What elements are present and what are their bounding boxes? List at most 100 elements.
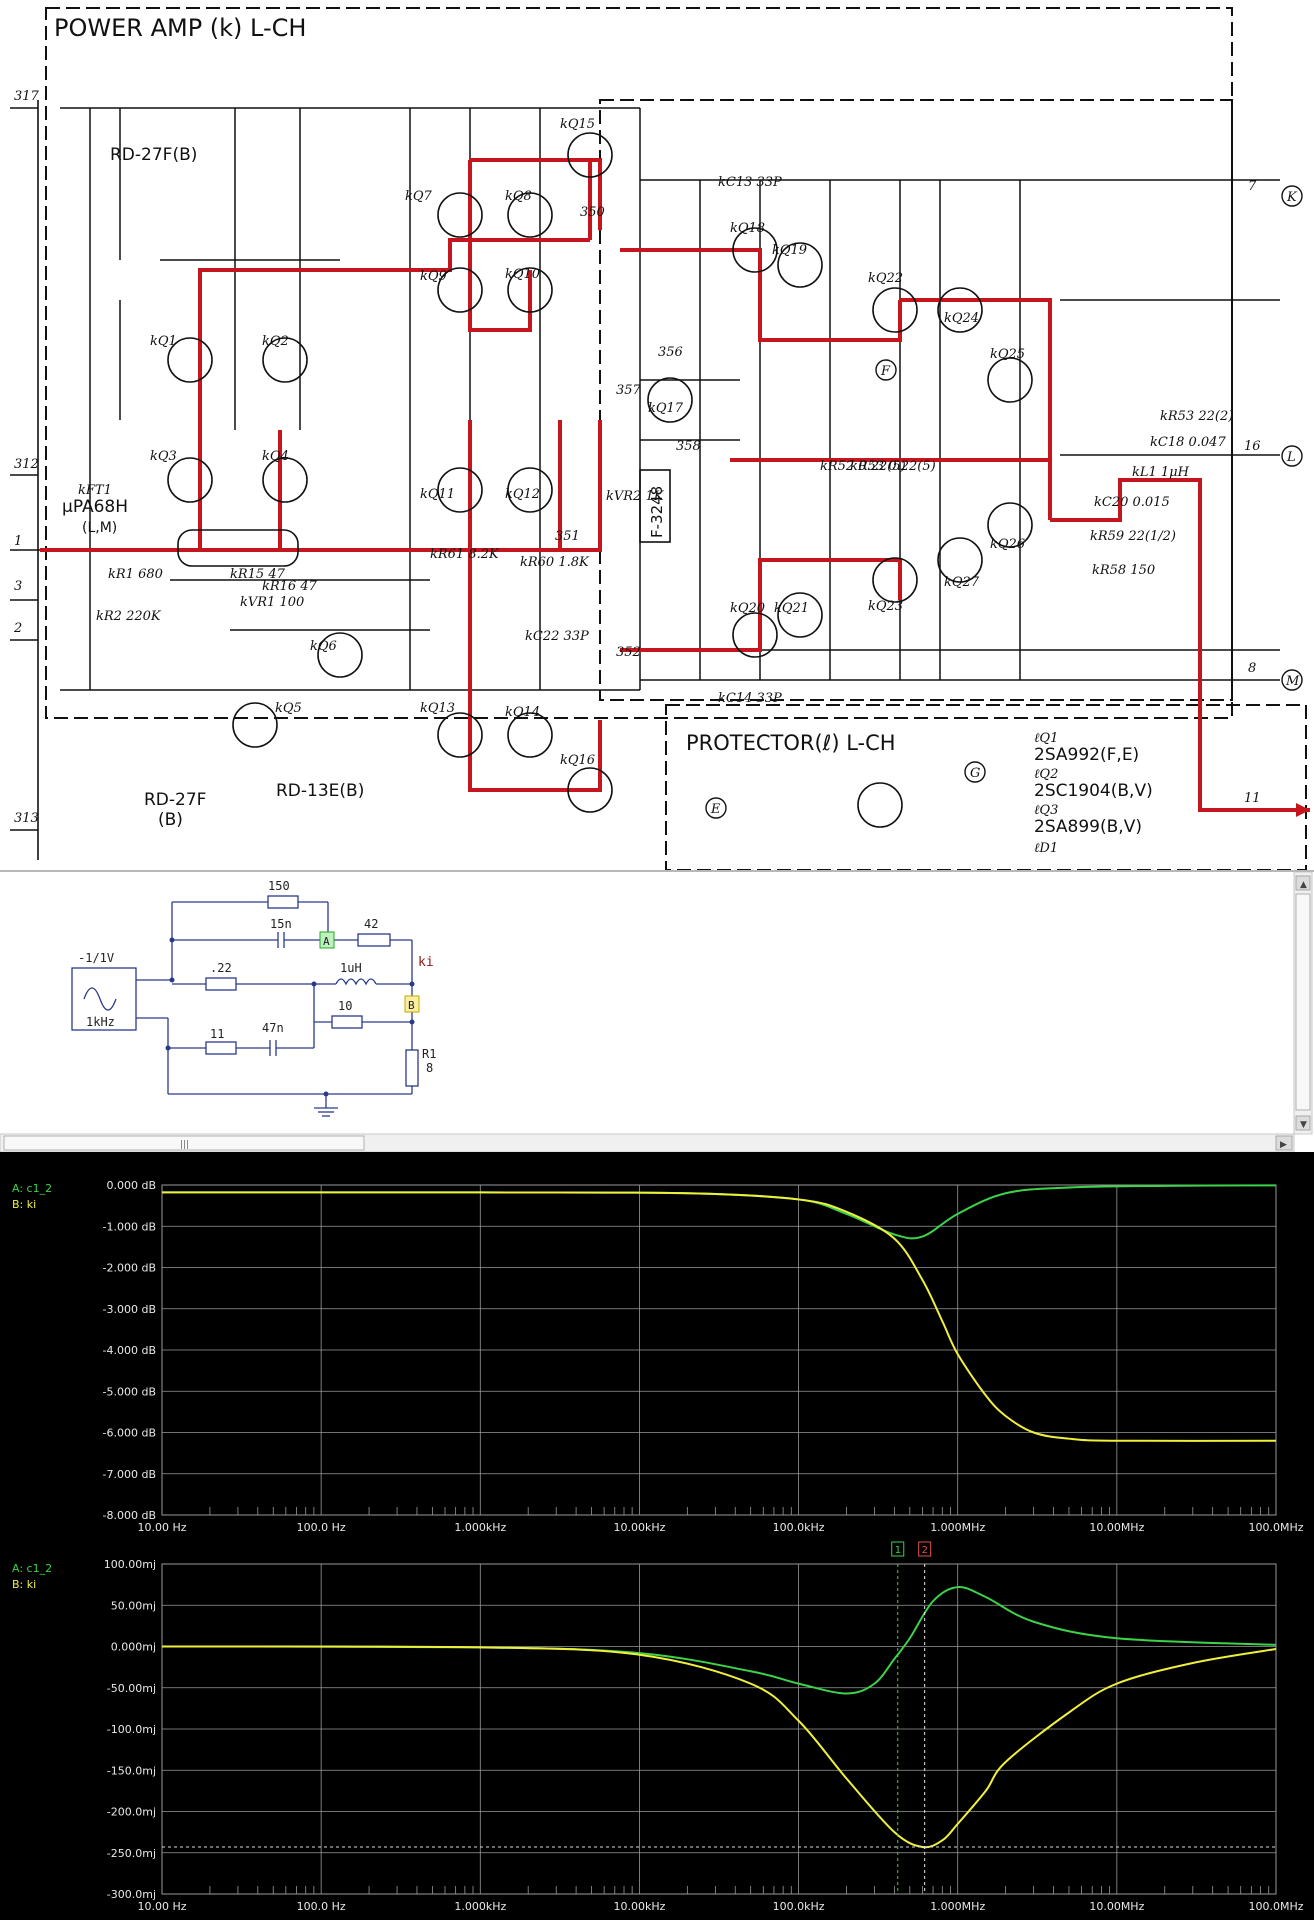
ic-body [177,529,299,567]
scroll-up-arrow[interactable] [1295,875,1311,891]
probe-a-label: A [323,935,330,948]
resistor-r1-label: R1 [422,1047,436,1061]
component-ref-label: kR2 220K [96,609,162,624]
x-tick-label: 10.00kHz [613,1521,665,1534]
vertical-scroll-thumb[interactable] [1295,893,1311,1111]
probe-a-marker[interactable] [319,931,335,949]
component-ref-label: kC20 0.015 [1094,495,1170,510]
component-ref-label: kQ10 [505,267,540,282]
node-number: 350 [580,205,605,220]
resistor-10-label: 10 [338,999,352,1013]
component-ref-label: kR53 22(2) [1160,409,1233,424]
x-tick-label: 1.000kHz [454,1900,506,1913]
x-tick-label: 100.0 Hz [297,1900,346,1913]
scroll-down-arrow[interactable] [1295,1115,1311,1131]
y-tick-label: -250.0mj [107,1847,156,1860]
terminal-number: 8 [1248,661,1256,676]
legend-a-top: A: c1_2 [12,1182,52,1195]
horizontal-scroll-thumb[interactable] [3,1135,365,1151]
x-tick-label: 10.00MHz [1089,1521,1144,1534]
probe-b-marker[interactable] [404,995,420,1013]
component-ref-label: kQ19 [772,243,807,258]
component-ref-label: kC18 0.047 [1150,435,1226,450]
chevron-up-icon: ▲ [1300,880,1307,890]
component-ref-label: kR16 47 [262,579,318,594]
component-ref-label: kQ12 [505,487,540,502]
y-tick-label: -5.000 dB [103,1385,157,1398]
ki-node-label: ki [418,955,434,970]
component-ref-label: kR60 1.8K [520,555,590,570]
protector-part: 2SA992(F,E) [1034,745,1139,765]
protector-part: 2SA899(B,V) [1034,817,1142,837]
ac-source[interactable] [71,967,137,1031]
component-ref-label: kQ16 [560,753,595,768]
probe-b-label: B [408,999,415,1012]
circuit-editor-canvas: ||| ▲ ▼ ▶ [0,872,1313,1153]
scroll-right-arrow[interactable] [1275,1135,1293,1151]
x-tick-label: 100.0kHz [773,1521,825,1534]
y-tick-label: -2.000 dB [103,1262,157,1275]
inductor-1uh-label: 1uH [340,961,362,975]
x-tick-label: 10.00 Hz [137,1521,186,1534]
component-ref-label: kQ24 [944,311,979,326]
series-line-b [161,1645,1277,1849]
pin-label: 312 [14,457,39,472]
resistor-r1-value: 8 [426,1061,433,1075]
component-ref-label: kQ20 [730,601,765,616]
protector-part: ℓQ3 [1034,803,1058,818]
node-number: 357 [616,383,642,398]
terminal-label: M [1285,674,1300,689]
power-amp-frame [45,7,1233,719]
series-line-a [161,1586,1277,1695]
node-number: 352 [616,645,641,660]
component-ref-label: kQ5 [275,701,302,716]
y-tick-label: -1.000 dB [103,1220,157,1233]
protector-part: ℓD1 [1034,841,1058,856]
component-ref-label: kQ2 [262,334,289,349]
cursor-1-tag[interactable] [891,1541,905,1557]
legend-a-bottom: A: c1_2 [12,1562,52,1575]
x-tick-label: 100.0MHz [1248,1521,1303,1534]
terminal-number: 11 [1244,791,1261,806]
protector-part: 2SC1904(B,V) [1034,781,1153,801]
node-number: 351 [555,529,580,544]
protector-frame [665,704,1307,870]
component-ref-label: kR52 0.22(5) [820,459,906,474]
terminal-label: E [710,802,721,817]
y-tick-label: -4.000 dB [103,1344,157,1357]
component-ref-label: kQ1 [150,334,177,349]
x-tick-label: 10.00kHz [613,1900,665,1913]
y-tick-label: -300.0mj [107,1888,156,1901]
component-ref-label: kQ17 [648,401,684,416]
scroll-grip-icon: ||| [180,1140,189,1150]
component-ref-label: kQ26 [990,537,1025,552]
legend-b-top: B: ki [12,1198,36,1211]
component-ref-label: kQ18 [730,221,765,236]
zener-bottom-sub: (B) [158,810,183,830]
pin-label: 1 [14,534,22,549]
pin-label: 3 [14,579,22,594]
protector-title: PROTECTOR(ℓ) L-CH [686,731,896,755]
chevron-right-icon: ▶ [1280,1140,1287,1150]
pin-label: 313 [14,811,39,826]
cursor-2-tag[interactable] [918,1541,932,1557]
zener-top-label: RD-27F(B) [110,145,197,165]
component-ref-label: kC14 33P [718,691,782,706]
ic-sub-label: (L,M) [82,520,117,536]
y-tick-label: -150.0mj [107,1764,156,1777]
component-ref-label: kQ22 [868,271,903,286]
circuit-editor-window[interactable]: ||| ▲ ▼ ▶ [0,870,1314,1154]
cursor-2-label: 2 [922,1545,928,1556]
x-tick-label: 10.00MHz [1089,1900,1144,1913]
component-ref-label: kQ8 [505,189,532,204]
output-arrow [1296,803,1310,817]
terminal-label: G [970,766,980,781]
terminal-label: K [1286,190,1298,205]
component-ref-label: kQ27 [944,575,980,590]
y-tick-label: -50.00mj [107,1682,156,1695]
source-frequency-label: 1kHz [86,1015,115,1029]
